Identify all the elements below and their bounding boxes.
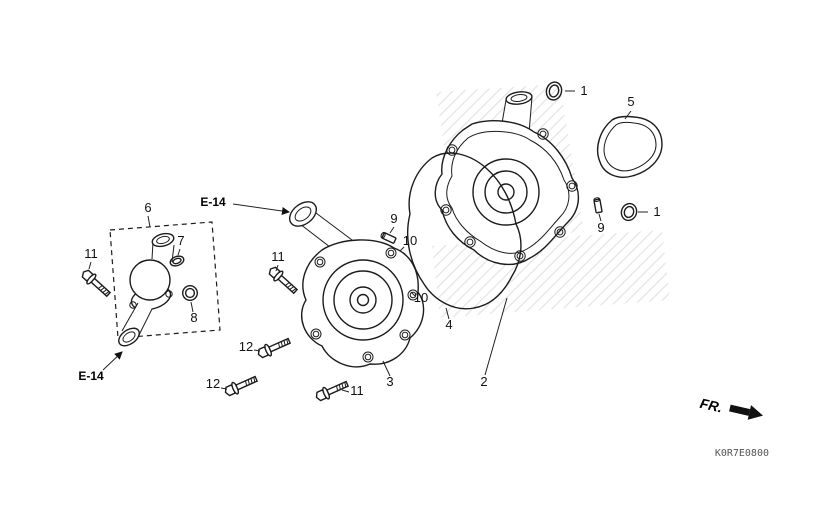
leader-line <box>410 291 416 297</box>
part-number-2: 2 <box>480 374 487 389</box>
part-number-4: 4 <box>445 317 452 332</box>
leader-line <box>389 226 395 234</box>
leader-line <box>598 213 602 222</box>
o-ring-part7 <box>169 255 185 267</box>
part-number-1: 1 <box>653 204 660 219</box>
reference-label: E-14 <box>200 195 226 209</box>
part-number-1: 1 <box>580 83 587 98</box>
thermostat-assembly-part6 <box>109 221 221 347</box>
water-pump-body-part3 <box>288 201 425 368</box>
fr-arrow-shaft <box>729 404 751 416</box>
fr-label: FR. <box>699 395 725 416</box>
o-ring-part8 <box>181 285 198 302</box>
leader-line <box>102 351 123 371</box>
leader-line <box>88 261 92 270</box>
flange-bolt-part11-bottom <box>315 380 350 402</box>
part-number-9: 9 <box>597 220 604 235</box>
o-ring-part1-right <box>620 202 638 222</box>
leader-line <box>190 301 194 313</box>
leader-line <box>382 360 391 377</box>
leader-line <box>341 389 350 393</box>
flange-bolt-part11-left <box>81 269 112 298</box>
part-number-5: 5 <box>627 94 634 109</box>
leader-line <box>445 307 450 320</box>
leader-line <box>220 387 228 390</box>
part-number-12: 12 <box>206 376 220 391</box>
part-number-8: 8 <box>190 310 197 325</box>
part-number-9: 9 <box>390 211 397 226</box>
part-number-11: 11 <box>350 383 364 398</box>
flange-bolt-part12-lower <box>224 375 259 397</box>
leader-line <box>484 297 508 376</box>
water-pump-cover-part2 <box>434 91 579 266</box>
pump-gasket-part4 <box>407 152 522 310</box>
seal-gasket-part5 <box>596 115 663 178</box>
part-number-11: 11 <box>84 246 98 261</box>
leader-line <box>624 110 632 120</box>
part-number-3: 3 <box>386 374 393 389</box>
part-number-10: 10 <box>403 233 417 248</box>
flange-bolt-part12-upper <box>257 337 292 359</box>
leader-line <box>177 248 181 256</box>
leader-line <box>232 203 290 215</box>
body-bolt-holes <box>310 247 419 363</box>
dowel-pin-part9-left <box>380 231 397 244</box>
dowel-pin-part9-right <box>593 197 603 214</box>
leader-line <box>147 215 151 228</box>
part-number-7: 7 <box>177 233 184 248</box>
part-number-6: 6 <box>144 200 151 215</box>
part-number-12: 12 <box>239 339 253 354</box>
part-number-11: 11 <box>271 249 285 264</box>
fr-arrow-head <box>747 405 763 420</box>
o-ring-part1-top <box>545 81 563 101</box>
leader-line <box>399 246 405 252</box>
reference-dashed-box <box>109 221 221 339</box>
part-number-10: 10 <box>414 290 428 305</box>
reference-label: E-14 <box>78 369 104 383</box>
front-direction-indicator: FR. <box>699 395 763 420</box>
leader-line <box>253 349 261 352</box>
diagram-code: K0R7E0800 <box>715 448 769 459</box>
leader-line <box>275 264 279 272</box>
flange-bolt-part11-middle <box>268 266 299 295</box>
